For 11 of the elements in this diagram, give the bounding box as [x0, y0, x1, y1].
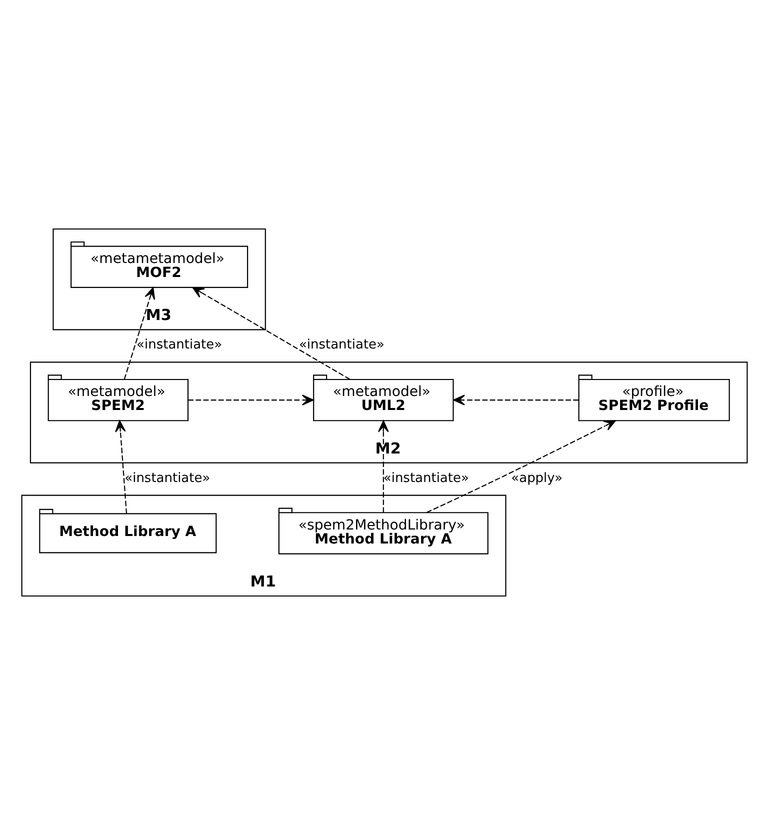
- arrow: [124, 287, 156, 380]
- arrow: [453, 394, 579, 406]
- edge-label: «instantiate»: [136, 338, 222, 353]
- arrow: [192, 286, 350, 380]
- arrow: [378, 420, 389, 513]
- edge-label: «instantiate»: [124, 470, 210, 486]
- edge-label: «instantiate»: [298, 338, 384, 353]
- arrow: [115, 420, 128, 514]
- arrow: [188, 394, 314, 406]
- edge-label: «instantiate»: [383, 470, 469, 486]
- edge-label: «apply»: [511, 470, 563, 486]
